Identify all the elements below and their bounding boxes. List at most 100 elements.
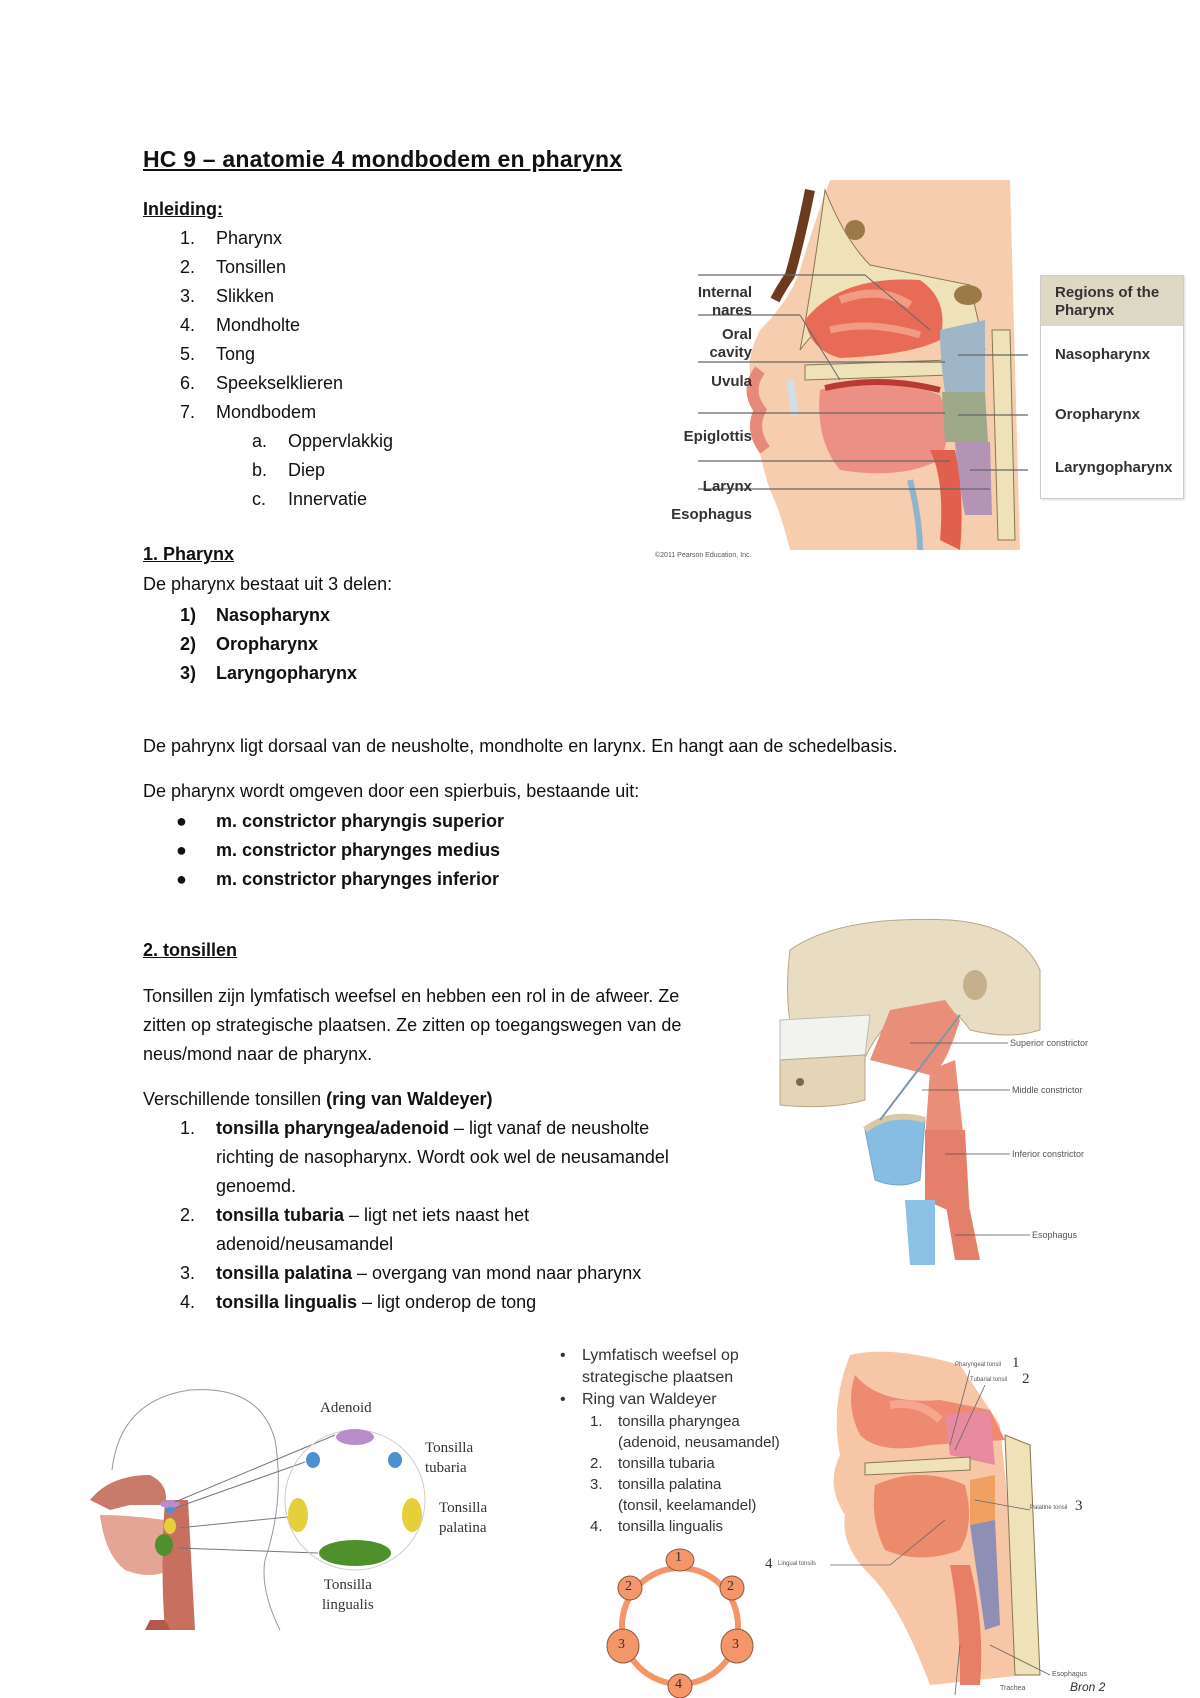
item-label: Oropharynx — [216, 634, 319, 654]
label-uvula: Uvula — [711, 373, 752, 390]
intro-text: Verschillende tonsillen — [143, 1089, 327, 1109]
bullet-icon: ● — [176, 811, 187, 831]
intro-bold-text: (ring van Waldeyer) — [326, 1089, 493, 1109]
ring-node-3-right: 3 — [732, 1637, 739, 1652]
intro-subitem: a.Oppervlakkig — [252, 427, 393, 456]
item-label: tonsilla tubaria — [618, 1455, 715, 1472]
label-trachea: Trachea — [1000, 1685, 1026, 1692]
label-line: Tonsilla — [425, 1440, 474, 1456]
item-number: 6. — [180, 373, 196, 393]
bullet-text: Ring van Waldeyer — [582, 1391, 717, 1408]
intro-item: 6.Speekselklieren — [180, 369, 393, 398]
region-laryngopharynx: Laryngopharynx — [1055, 459, 1173, 476]
bullet-text: Lymfatisch weefsel op — [582, 1347, 739, 1364]
bullet-continuation: strategische plaatsen — [582, 1369, 734, 1386]
slide-list-item: 3.tonsilla palatina — [590, 1474, 820, 1495]
muscle-item: ●m. constrictor pharynges medius — [176, 836, 504, 865]
tonsil-item-body: tonsilla pharyngea/adenoid – ligt vanaf … — [216, 1114, 669, 1201]
tonsil-item: 3. tonsilla palatina – overgang van mond… — [180, 1259, 740, 1288]
item-number: b. — [252, 460, 268, 480]
pharynx-intro: De pharynx bestaat uit 3 delen: — [143, 574, 393, 594]
item-number: 1. — [180, 228, 196, 248]
item-label: m. constrictor pharyngis superior — [216, 811, 505, 831]
pharynx-part: 3) Laryngopharynx — [180, 659, 357, 688]
pharynx-part: 1)Nasopharynx — [180, 601, 357, 630]
label-text: Internal — [697, 284, 752, 301]
item-number: 1. — [180, 1118, 196, 1138]
item-label: tonsilla pharyngea — [618, 1413, 740, 1430]
item-label: m. constrictor pharynges inferior — [216, 869, 500, 889]
item-number: 4. — [180, 1292, 196, 1312]
intro-subitem: c.Innervatie — [252, 485, 393, 514]
intro-item: 3.Slikken — [180, 282, 393, 311]
label-epiglottis: Epiglottis — [683, 428, 752, 445]
pharynx-part: 2)Oropharynx — [180, 630, 357, 659]
source-label: Bron 2 — [1070, 1680, 1106, 1694]
slide-list-item: 1. tonsilla pharyngea — [590, 1411, 820, 1432]
item-label: tonsilla palatina — [618, 1476, 722, 1493]
tonsil-item: 4. tonsilla lingualis – ligt onderop de … — [180, 1288, 740, 1317]
item-label: (tonsil, keelamandel) — [618, 1497, 757, 1514]
regions-legend-box: Regions of the Pharynx Nasopharynx Oroph… — [1040, 275, 1184, 499]
tonsil-item-body: tonsilla palatina – overgang van mond na… — [216, 1259, 641, 1288]
label-lingual-tonsils: Lingual tonsils — [778, 1561, 817, 1567]
item-number: 2. — [590, 1455, 603, 1472]
item-label: Diep — [288, 460, 326, 480]
tonsil-description: – overgang van mond naar pharynx — [352, 1263, 642, 1283]
muscle-item: ●m. constrictor pharynges inferior — [176, 865, 504, 894]
regions-legend-header: Regions of the Pharynx — [1041, 276, 1183, 326]
item-label: Laryngopharynx — [216, 663, 358, 683]
ring-node-2-left: 2 — [625, 1579, 632, 1594]
tonsil-name: tonsilla lingualis — [216, 1292, 358, 1312]
paragraph-line: zitten op strategische plaatsen. Ze zitt… — [143, 1015, 682, 1035]
tonsil-name: tonsilla tubaria — [216, 1205, 345, 1225]
label-tubarial-tonsil: Tubarial tonsil — [970, 1377, 1008, 1383]
region-nasopharynx: Nasopharynx — [1055, 346, 1151, 363]
paragraph-line: Tonsillen zijn lymfatisch weefsel en heb… — [143, 986, 680, 1006]
legend-title-line: Pharynx — [1055, 302, 1115, 319]
intro-item: 7.Mondbodem — [180, 398, 393, 427]
item-number: 3) — [180, 663, 197, 683]
bullet-icon: • — [560, 1347, 566, 1364]
label-middle-constrictor: Middle constrictor — [1012, 1085, 1083, 1095]
item-number: 1. — [590, 1413, 603, 1430]
region-oropharynx: Oropharynx — [1055, 406, 1141, 423]
ring-node-1: 1 — [675, 1550, 682, 1565]
head-outline-illustration — [90, 1389, 426, 1630]
pharynx-parts-list: 1)Nasopharynx 2)Oropharynx 3) Laryngophar… — [180, 601, 357, 688]
label-palatine-tonsil: Palatine tonsil — [1030, 1505, 1068, 1511]
figure-pharyngeal-constrictors: Superior constrictor Middle constrictor … — [750, 910, 1100, 1270]
ring-node-3-left: 3 — [618, 1637, 625, 1652]
item-number: 2. — [180, 257, 196, 277]
paragraph-line: neus/mond naar de pharynx. — [143, 1044, 373, 1064]
pharynx-location-text: De pahrynx ligt dorsaal van de neusholte… — [143, 736, 898, 756]
slide-numbered-list: 1.tonsilla pharyngea (adenoid, neusamand… — [560, 1411, 820, 1537]
figure-sagittal-tonsils: Pharyngeal tonsil 1 Tubarial tonsil 2 Pa… — [765, 1345, 1120, 1698]
slide-list-item: 4.tonsilla lingualis — [590, 1516, 820, 1537]
number-1: 1 — [1012, 1355, 1020, 1371]
intro-sublist: a.Oppervlakkig b. Diep c.Innervatie — [180, 427, 393, 514]
figure-credit: ©2011 Pearson Education, Inc. — [655, 552, 752, 559]
legend-title-line: Regions of the — [1055, 284, 1160, 301]
tonsil-list: 1. tonsilla pharyngea/adenoid – ligt van… — [180, 1114, 740, 1317]
label-pharyngeal-tonsil: Pharyngeal tonsil — [955, 1362, 1002, 1368]
tonsil-description: – ligt vanaf de neusholte — [449, 1118, 650, 1138]
slide-list-item: 2. tonsilla tubaria — [590, 1453, 820, 1474]
label-text: nares — [711, 302, 752, 319]
tonsil-item: 2. tonsilla tubaria – ligt net iets naas… — [180, 1201, 740, 1259]
item-number: 7. — [180, 402, 196, 422]
item-label: Pharynx — [216, 228, 283, 248]
label-line: tubaria — [425, 1460, 467, 1476]
bullet-icon: • — [560, 1391, 566, 1408]
tonsillen-paragraph: Tonsillen zijn lymfatisch weefsel en heb… — [143, 982, 681, 1069]
item-number: 4. — [180, 315, 196, 335]
label-line: palatina — [439, 1520, 487, 1536]
sagittal-tonsil-illustration — [830, 1351, 1051, 1696]
ring-node-4: 4 — [675, 1677, 682, 1692]
label-adenoid: Adenoid — [320, 1400, 372, 1416]
label-line: Tonsilla — [323, 1577, 372, 1593]
pharynx-muscle-intro: De pharynx wordt omgeven door een spierb… — [143, 781, 640, 801]
